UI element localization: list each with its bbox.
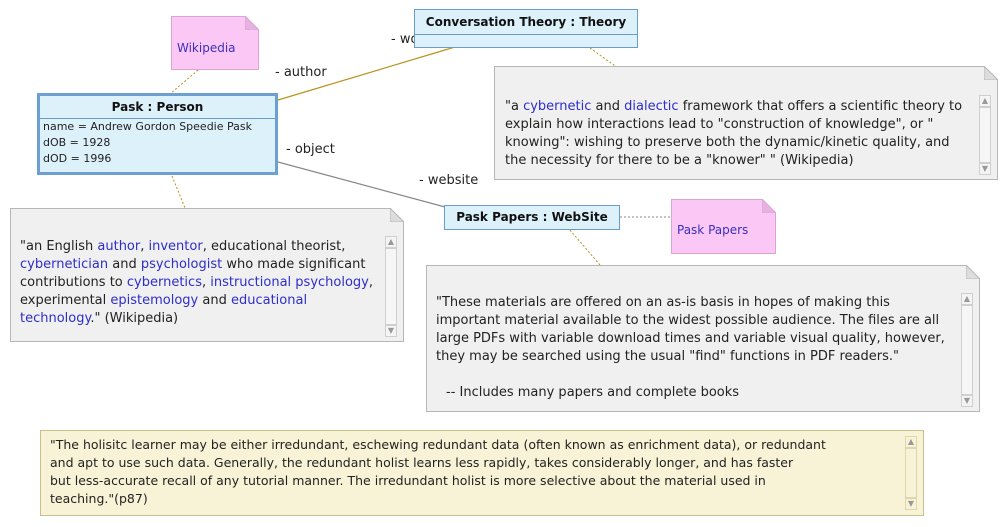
pask-quote-line-5: technology." (Wikipedia) — [20, 310, 373, 328]
conversation-theory-object[interactable]: Conversation Theory : Theory — [414, 9, 638, 48]
papers-quote-text: "These materials are offered on an as-is… — [436, 294, 945, 402]
holist-quote-line-1: "The holisitc learner may be either irre… — [50, 437, 826, 452]
edge-label-author: - author — [275, 65, 327, 80]
scroll-up-arrow[interactable]: ▲ — [385, 236, 397, 248]
papers-quote-line-2: important material available to the wide… — [436, 313, 940, 328]
scrollbar-track[interactable] — [905, 448, 917, 498]
pask-papers-note-text: Pask Papers — [677, 223, 749, 237]
pask-person-title: Pask : Person — [111, 100, 204, 114]
theory-quote-note[interactable]: "a cybernetic and dialectic framework th… — [494, 66, 998, 180]
scroll-down-arrow[interactable]: ▼ — [961, 395, 973, 407]
papers-quote-line-5: -- Includes many papers and complete boo… — [446, 385, 740, 400]
folded-corner-icon — [966, 265, 980, 279]
author-link — [277, 43, 466, 101]
link-inventor[interactable]: inventor — [148, 239, 203, 254]
conversation-theory-compartment — [415, 34, 637, 47]
scroll-down-arrow[interactable]: ▼ — [905, 498, 917, 510]
holist-quote-note[interactable]: "The holisitc learner may be either irre… — [40, 430, 924, 516]
papers-note-anchor — [569, 229, 601, 266]
pask-quote-text: "an English author, inventor, educationa… — [20, 238, 373, 328]
object-link — [277, 161, 446, 208]
theory-quote-text: "a cybernetic and dialectic framework th… — [505, 98, 962, 170]
folded-corner-icon — [245, 16, 259, 30]
text-segment: , educational theorist, — [202, 239, 346, 254]
edge-label-object: - object — [286, 142, 335, 157]
edge-label-website: - website — [419, 173, 479, 188]
scroll-down-arrow[interactable]: ▼ — [385, 325, 397, 337]
link-dialectic[interactable]: dialectic — [624, 99, 679, 114]
scroll-up-arrow[interactable]: ▲ — [961, 293, 973, 305]
scrollbar-track[interactable] — [385, 248, 397, 325]
pask-papers-note[interactable]: Pask Papers — [671, 199, 776, 254]
link-instructional-psychology[interactable]: instructional psychology — [210, 275, 369, 290]
text-segment: framework that offers a scientific theor… — [678, 99, 963, 114]
theory-quote-line-2: explain how interactions lead to "constr… — [505, 117, 934, 132]
text-segment: and — [198, 293, 231, 308]
papers-quote-line-1: "These materials are offered on an as-is… — [436, 295, 890, 310]
text-segment: "a — [505, 99, 524, 114]
theory-quote-line-4: the necessity for there to be a "knower"… — [505, 153, 854, 168]
theory-quote-line-3: knowing": wishing to preserve both the d… — [505, 135, 950, 150]
pask-person-object[interactable]: Pask : Person name = Andrew Gordon Speed… — [37, 93, 278, 175]
papers-quote-note[interactable]: "These materials are offered on an as-is… — [426, 265, 980, 412]
attr-name: name = Andrew Gordon Speedie Pask — [43, 120, 252, 133]
text-segment: "an English — [20, 239, 98, 254]
pask-quote-line-4: experimental epistemology and educationa… — [20, 292, 373, 310]
pask-person-attributes: name = Andrew Gordon Speedie Pask dOB = … — [40, 118, 275, 167]
scroll-up-arrow[interactable]: ▲ — [905, 436, 917, 448]
link-educational[interactable]: educational — [230, 293, 308, 308]
pask-note-anchor — [171, 175, 186, 209]
attr-dob: dOB = 1928 — [43, 136, 111, 149]
wikipedia-note[interactable]: Wikipedia — [171, 16, 259, 70]
link-cybernetician[interactable]: cybernetician — [20, 257, 109, 272]
pask-quote-note[interactable]: "an English author, inventor, educationa… — [10, 208, 404, 342]
text-segment: ." (Wikipedia) — [90, 311, 179, 326]
theory-quote-line-1: "a cybernetic and dialectic framework th… — [505, 98, 962, 116]
wikipedia-anchor — [169, 69, 199, 95]
wikipedia-note-text: Wikipedia — [177, 41, 236, 55]
text-segment: and — [108, 257, 141, 272]
conversation-theory-title: Conversation Theory : Theory — [425, 15, 627, 29]
holist-quote-line-4: teaching."(p87) — [50, 491, 148, 506]
theory-note-anchor — [589, 47, 619, 69]
scrollbar-track[interactable] — [961, 305, 973, 395]
papers-quote-line-3: large PDFs with variable download times … — [436, 331, 945, 346]
text-segment: , — [368, 275, 374, 290]
link-epistemology[interactable]: epistemology — [110, 293, 199, 308]
folded-corner-icon — [984, 66, 998, 80]
scroll-up-arrow[interactable]: ▲ — [979, 95, 991, 107]
pask-quote-line-3: contributions to cybernetics, instructio… — [20, 274, 373, 292]
link-cybernetics[interactable]: cybernetics — [126, 275, 202, 290]
pask-papers-website-title: Pask Papers : WebSite — [456, 210, 608, 224]
attr-dod: dOD = 1996 — [43, 152, 112, 165]
scrollbar-track[interactable] — [979, 107, 991, 163]
link-technology[interactable]: technology — [20, 311, 91, 326]
text-segment: experimental — [20, 293, 111, 308]
link-psychologist[interactable]: psychologist — [140, 257, 223, 272]
text-segment: and — [591, 99, 625, 114]
scroll-down-arrow[interactable]: ▼ — [979, 163, 991, 175]
link-cybernetic[interactable]: cybernetic — [523, 99, 592, 114]
folded-corner-icon — [762, 199, 776, 213]
holist-quote-line-3: but less-accurate recall of any tutorial… — [50, 473, 766, 488]
pask-quote-line-2: cybernetician and psychologist who made … — [20, 256, 373, 274]
holist-quote-text: "The holisitc learner may be either irre… — [50, 436, 826, 508]
text-segment: , — [140, 239, 149, 254]
pask-papers-website-object[interactable]: Pask Papers : WebSite — [444, 205, 620, 230]
text-segment: , — [201, 275, 211, 290]
text-segment: contributions to — [20, 275, 127, 290]
link-author[interactable]: author — [97, 239, 141, 254]
folded-corner-icon — [390, 208, 404, 222]
pask-quote-line-1: "an English author, inventor, educationa… — [20, 238, 373, 256]
text-segment: who made significant — [222, 257, 366, 272]
holist-quote-line-2: and apt to use such data. Generally, the… — [50, 455, 794, 470]
papers-quote-line-4: they may be searched using the usual "fi… — [436, 349, 899, 364]
